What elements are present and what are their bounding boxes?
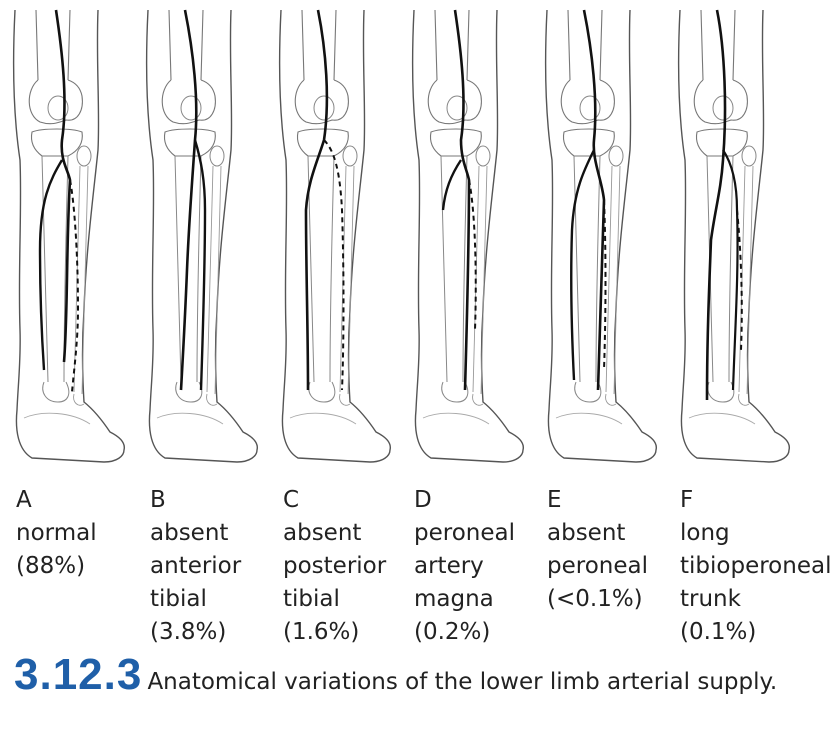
leg-diagram-c (280, 10, 391, 462)
leg-diagrams (0, 0, 835, 470)
panel-letter: B (150, 484, 290, 517)
panel-text-line: anterior (150, 550, 290, 583)
panel-letter: C (283, 484, 423, 517)
panel-text-line: (0.1%) (680, 616, 820, 649)
panel-label-d: D peroneal artery magna (0.2%) (414, 484, 554, 649)
panel-label-c: C absent posterior tibial (1.6%) (283, 484, 423, 649)
figure-number: 3.12.3 (14, 650, 142, 699)
panel-text-line: (<0.1%) (547, 583, 687, 616)
panel-label-b: B absent anterior tibial (3.8%) (150, 484, 290, 649)
panel-text-line: (3.8%) (150, 616, 290, 649)
panel-text-line: absent (150, 517, 290, 550)
panel-text-line: absent (547, 517, 687, 550)
panel-text-line: artery (414, 550, 554, 583)
panel-text-line: (1.6%) (283, 616, 423, 649)
panel-text-line: magna (414, 583, 554, 616)
leg-diagram-f (679, 10, 790, 462)
panel-text-line: trunk (680, 583, 820, 616)
panel-letter: F (680, 484, 820, 517)
panel-text-line: normal (16, 517, 156, 550)
panel-letter: E (547, 484, 687, 517)
panel-letter: A (16, 484, 156, 517)
panel-text-line: tibial (283, 583, 423, 616)
panel-text-line: (88%) (16, 550, 156, 583)
panel-label-a: A normal (88%) (16, 484, 156, 583)
panel-text-line: long (680, 517, 820, 550)
leg-diagram-b (147, 10, 258, 462)
leg-diagram-d (413, 10, 524, 462)
panel-text-line: (0.2%) (414, 616, 554, 649)
caption-text: Anatomical variations of the lower limb … (147, 669, 777, 695)
leg-diagram-a (14, 10, 125, 462)
panel-text-line: absent (283, 517, 423, 550)
figure-caption: 3.12.3 Anatomical variations of the lowe… (14, 650, 824, 700)
panel-text-line: tibioperoneal (680, 550, 820, 583)
leg-diagram-e (546, 10, 657, 462)
panel-label-f: F long tibioperoneal trunk (0.1%) (680, 484, 820, 649)
panel-label-e: E absent peroneal (<0.1%) (547, 484, 687, 616)
panel-text-line: tibial (150, 583, 290, 616)
panel-text-line: peroneal (414, 517, 554, 550)
panel-text-line: posterior (283, 550, 423, 583)
panel-text-line: peroneal (547, 550, 687, 583)
panel-letter: D (414, 484, 554, 517)
